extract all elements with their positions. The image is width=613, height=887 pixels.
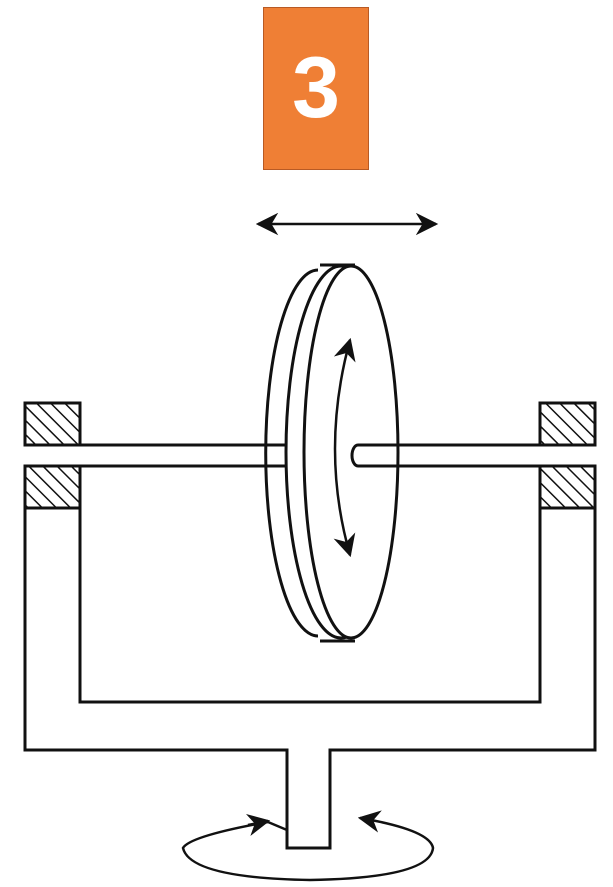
right-bearing: [538, 401, 597, 510]
spin-arrow-icon: [333, 337, 356, 558]
left-bearing: [23, 401, 82, 510]
flywheel-disk: [264, 263, 400, 643]
axle-left: [25, 443, 290, 468]
rotation-arrow-icon: [181, 810, 435, 882]
step-number-badge: 3: [263, 7, 369, 170]
frame: [23, 506, 597, 850]
step-number: 3: [292, 40, 340, 136]
